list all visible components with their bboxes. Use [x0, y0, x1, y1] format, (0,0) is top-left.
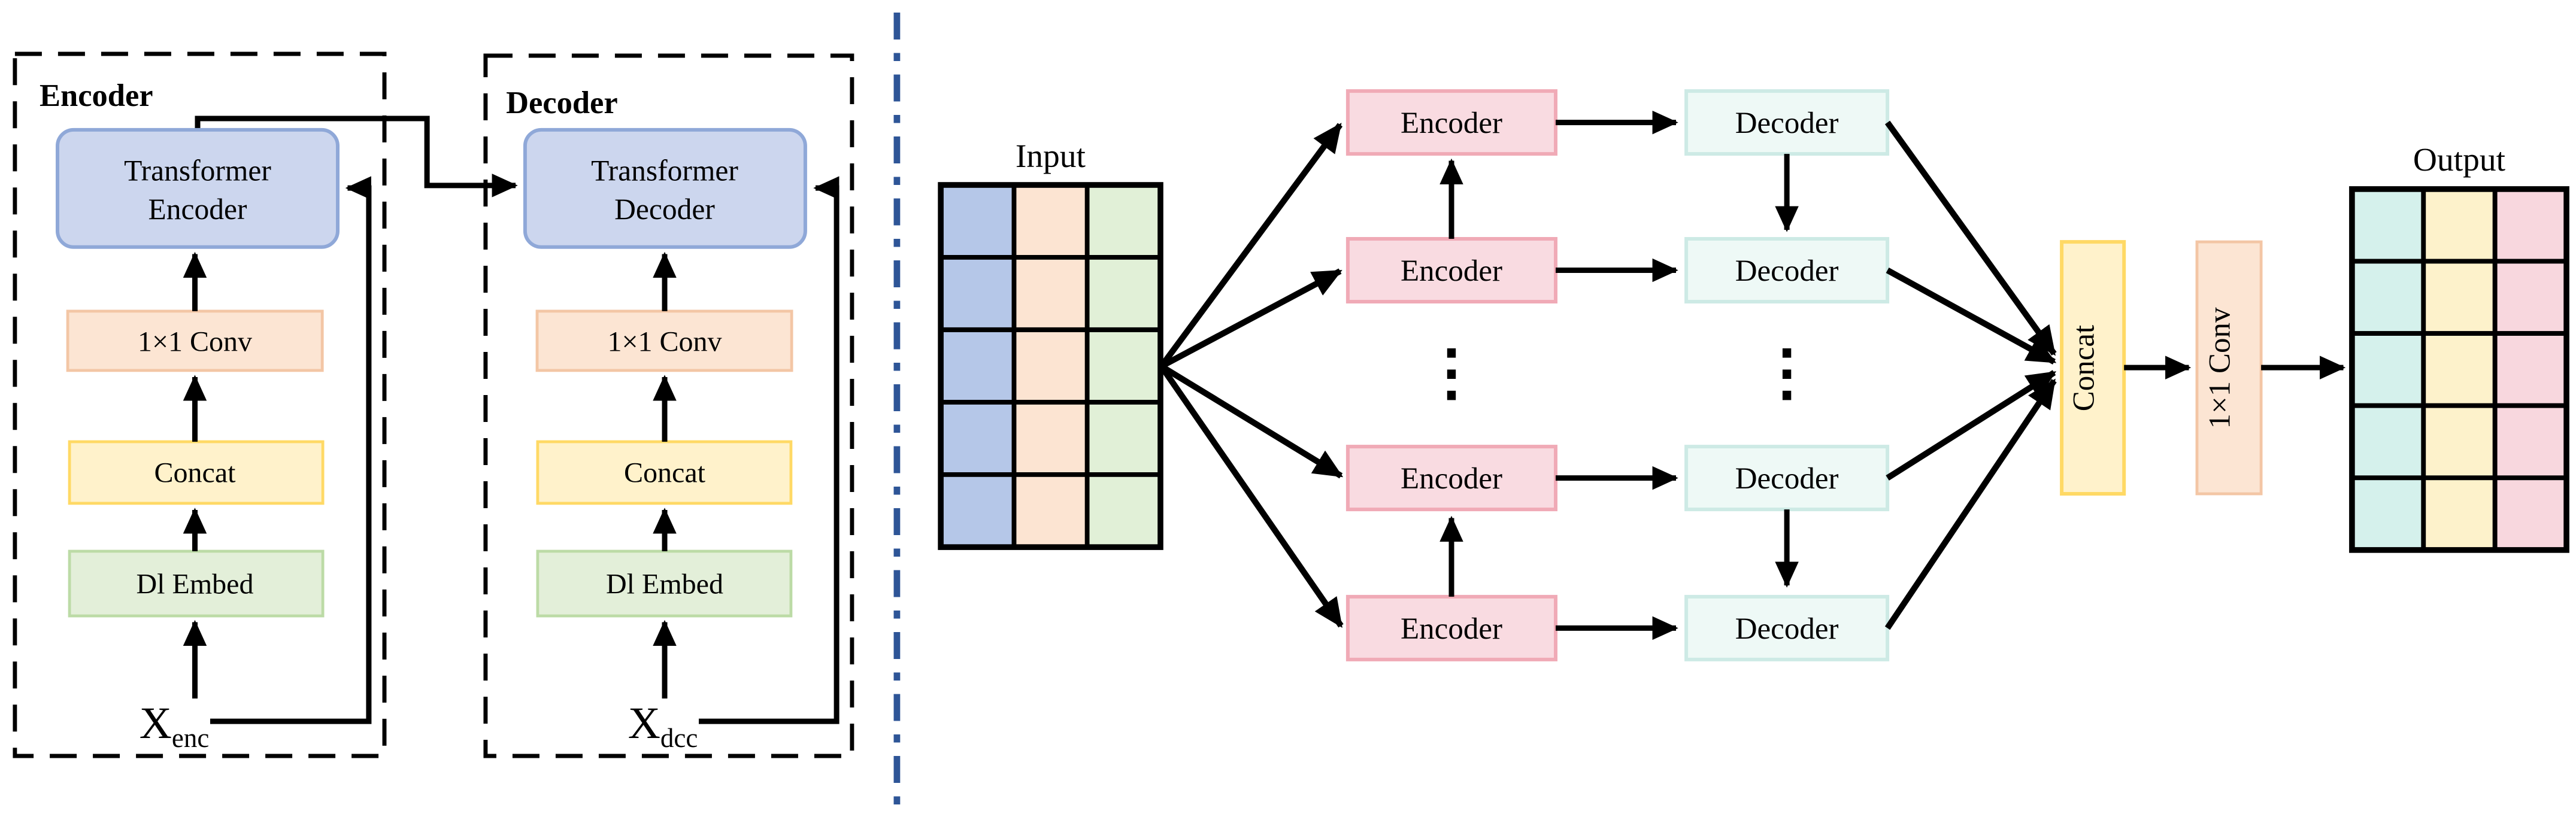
arrow-decoder4-to-concat [1884, 378, 2057, 630]
decoder-detail-panel: Decoder Transformer Decoder 1×1 Conv Con… [483, 53, 854, 758]
pipeline-panel: Input [938, 89, 2569, 661]
encoder-to-decoder-connector [195, 116, 518, 198]
output-grid-column-pink [2492, 187, 2569, 552]
decoder-panel-dashed-border [483, 53, 854, 758]
encoder-input-variable: Xenc [140, 699, 210, 753]
encoder-detail-panel: Encoder Transformer Encoder 1×1 Conv Con… [13, 51, 518, 758]
branch-encoder-label-4: Encoder [1401, 612, 1502, 646]
encoder-embed-label: Dl Embed [137, 569, 254, 600]
pipeline-concat-label: Concat [2068, 325, 2101, 411]
output-grid-title: Output [2413, 142, 2506, 178]
decoder-input-variable: Xdcc [628, 699, 698, 753]
decoder-panel-title: Decoder [506, 86, 618, 120]
decoder-feedback-connector [699, 176, 840, 724]
fan-arrow-input-to-encoder-3 [1159, 363, 1344, 479]
decoder-branch-column: Decoder Decoder Decoder Decoder [1684, 89, 1890, 661]
encoder-concat-label: Concat [154, 457, 237, 489]
transformer-decoder-label-line1: Transformer [591, 154, 738, 187]
output-grid-column-cyan [2350, 187, 2426, 552]
encoder-conv-box [66, 309, 324, 372]
pipeline-conv-label: 1×1 Conv [2204, 307, 2237, 429]
input-grid-title: Input [1016, 138, 1086, 175]
encoder-embed-box [68, 549, 325, 618]
output-grid-column-yellow [2421, 187, 2498, 552]
branch-encoder-label-1: Encoder [1401, 107, 1502, 140]
arrow-decoder1-to-concat [1884, 120, 2057, 356]
input-grid-column-green [1084, 183, 1163, 549]
fan-arrow-input-to-encoder-2 [1160, 268, 1342, 369]
input-grid-column-blue [938, 183, 1017, 549]
transformer-encoder-label-line2: Encoder [149, 193, 247, 226]
transformer-encoder-box [56, 127, 340, 249]
transformer-decoder-box [523, 127, 807, 249]
output-grid-outline [2349, 186, 2569, 553]
input-grid [938, 182, 1163, 550]
encoder-branch-column: Encoder Encoder Encoder Encoder [1345, 89, 1557, 661]
input-grid-column-peach [1011, 183, 1090, 549]
branch-encoder-label-3: Encoder [1401, 462, 1502, 496]
decoder-embed-label: Dl Embed [606, 569, 723, 600]
encoder-conv-label: 1×1 Conv [138, 326, 252, 358]
encoder-panel-title: Encoder [40, 78, 153, 113]
transformer-decoder-label-line2: Decoder [614, 193, 715, 226]
arrow-decoder2-to-concat [1886, 268, 2057, 365]
pipeline-concat-box [2060, 240, 2126, 496]
arrow-decoder3-to-concat [1886, 370, 2057, 481]
branch-decoder-label-1: Decoder [1735, 107, 1839, 140]
branch-decoder-label-2: Decoder [1735, 254, 1839, 288]
encoder-column-ellipsis [1447, 348, 1456, 400]
decoder-column-ellipsis [1782, 348, 1792, 400]
branch-decoder-box-4 [1684, 594, 1890, 661]
branch-decoder-label-3: Decoder [1735, 462, 1839, 496]
branch-decoder-label-4: Decoder [1735, 612, 1839, 646]
input-grid-outline [938, 182, 1163, 550]
output-grid [2349, 186, 2569, 553]
decoder-conv-label: 1×1 Conv [607, 326, 722, 358]
transformer-encoder-label-line1: Transformer [124, 154, 271, 187]
branch-encoder-label-2: Encoder [1401, 254, 1502, 288]
encoder-feedback-connector [210, 176, 372, 724]
encoder-panel-dashed-border [13, 51, 387, 758]
decoder-concat-label: Concat [624, 457, 706, 489]
fan-arrow-input-to-encoder-1 [1159, 123, 1343, 369]
fan-arrow-input-to-encoder-4 [1159, 365, 1344, 628]
